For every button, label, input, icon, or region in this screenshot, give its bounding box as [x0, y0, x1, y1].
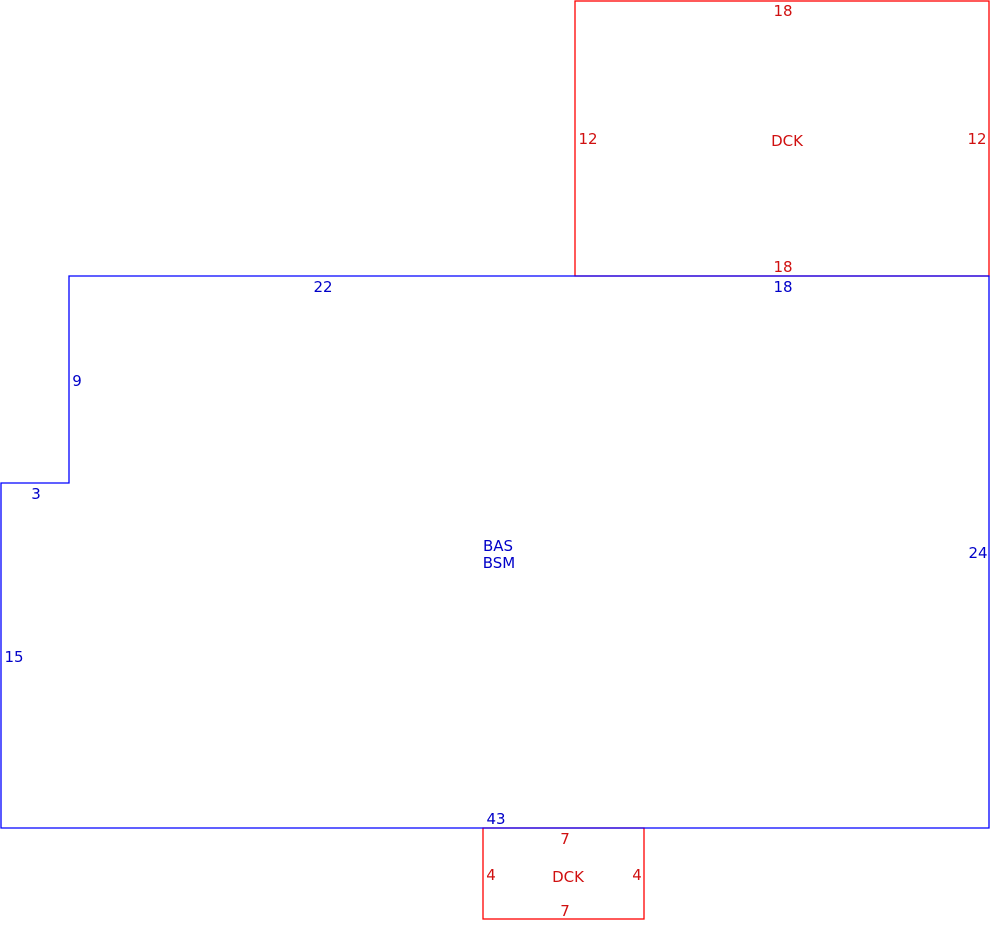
lower-deck-code: DCK: [552, 868, 585, 886]
main-dim-right: 24: [968, 544, 987, 562]
main-code-secondary: BSM: [483, 554, 516, 572]
main-dim-left-upper: 9: [72, 372, 82, 390]
upper-deck-dim-bottom: 18: [773, 258, 792, 276]
main-dim-top-left: 22: [313, 278, 332, 296]
lower-deck-dim-left: 4: [486, 866, 496, 884]
lower-deck-dim-right: 4: [632, 866, 642, 884]
upper-deck-dim-top: 18: [773, 2, 792, 20]
main-area-outline: [0, 275, 990, 829]
upper-deck-dim-left: 12: [578, 130, 597, 148]
lower-deck-dim-top: 7: [560, 830, 570, 848]
upper-deck-code: DCK: [771, 132, 804, 150]
upper-deck-dim-right: 12: [967, 130, 986, 148]
main-dim-top-right: 18: [773, 278, 792, 296]
main-dim-bottom: 43: [486, 810, 505, 828]
main-dim-left-lower: 15: [4, 648, 23, 666]
lower-deck-dim-bottom: 7: [560, 902, 570, 920]
main-code-primary: BAS: [483, 537, 513, 555]
main-dim-step: 3: [31, 485, 41, 503]
